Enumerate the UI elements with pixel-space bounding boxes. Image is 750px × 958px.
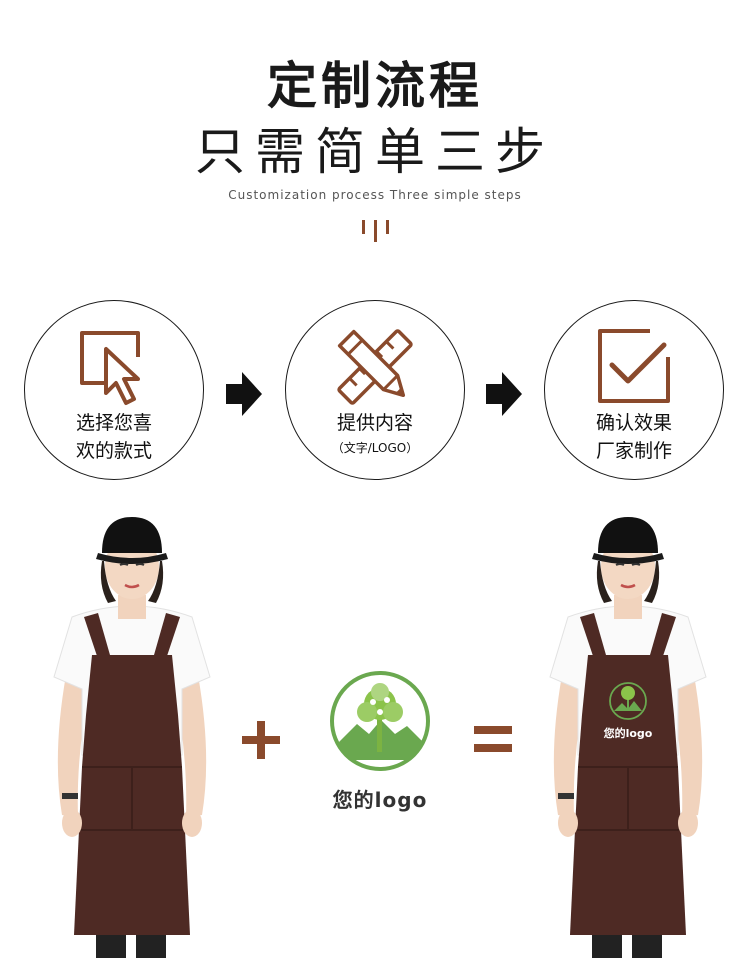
step-1-circle: 选择您喜 欢的款式 (24, 300, 204, 480)
arrow-right-icon (226, 372, 262, 416)
cursor-select-icon (80, 331, 140, 405)
apron-showcase: 您的logo (0, 505, 750, 958)
pencil-ruler-icon (337, 329, 413, 405)
arrow-right-icon (486, 372, 522, 416)
model-logo-apron: 您的logo (549, 517, 707, 958)
decorative-lines (362, 220, 390, 242)
step-3-label-line1: 确认效果 (595, 412, 672, 434)
page-subtitle: 只需简单三步 (195, 123, 555, 181)
step-2-label: 提供内容 (336, 412, 413, 434)
english-subtitle: Customization process Three simple steps (228, 188, 522, 202)
plus-icon (242, 721, 280, 759)
tree-logo-icon (330, 671, 430, 771)
page-title: 定制流程 (267, 57, 483, 115)
step-3-label-line2: 厂家制作 (595, 440, 672, 462)
step-1-label-line2: 欢的款式 (75, 440, 152, 462)
step-2-circle: 提供内容 （文字/LOGO） (285, 300, 465, 480)
apron-logo-print-icon (609, 682, 647, 720)
step-1-label-line1: 选择您喜 (75, 412, 152, 434)
logo-caption: 您的logo (332, 788, 428, 812)
step-2-note: （文字/LOGO） (331, 441, 419, 455)
model-plain-apron (53, 517, 211, 958)
step-3-circle: 确认效果 厂家制作 (544, 300, 724, 480)
apron-logo-caption: 您的logo (604, 726, 653, 740)
equals-icon (474, 726, 512, 752)
checkbox-check-icon (598, 329, 670, 403)
logo-sample: 您的logo (322, 668, 438, 813)
